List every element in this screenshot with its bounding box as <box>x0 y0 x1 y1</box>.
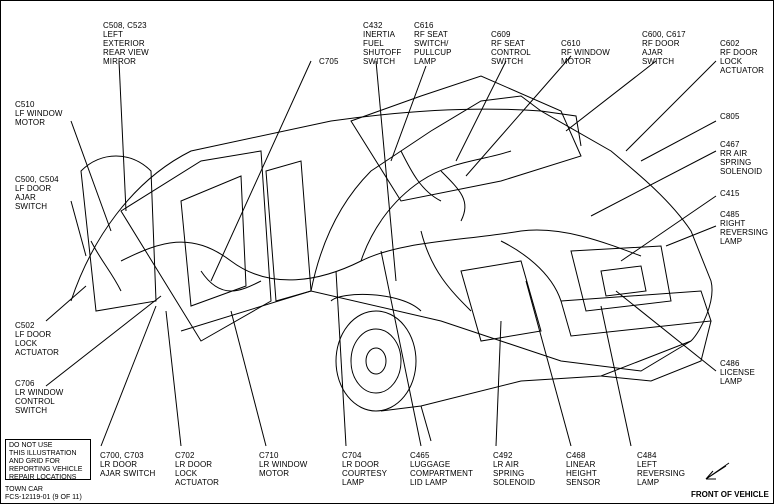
leader-lines <box>45 55 717 447</box>
footer-model: TOWN CAR <box>5 486 43 493</box>
connector-label-c805: C805 <box>720 112 740 121</box>
connector-label-c705: C705 <box>319 57 339 66</box>
footer-code: FCS-12119-01 (9 OF 11) <box>5 494 82 501</box>
front-arrow <box>705 462 730 480</box>
car-body <box>70 75 713 442</box>
connector-label-c415: C415 <box>720 189 740 198</box>
front-of-vehicle-label: FRONT OF VEHICLE <box>691 490 769 499</box>
wiring-harness <box>90 150 642 312</box>
